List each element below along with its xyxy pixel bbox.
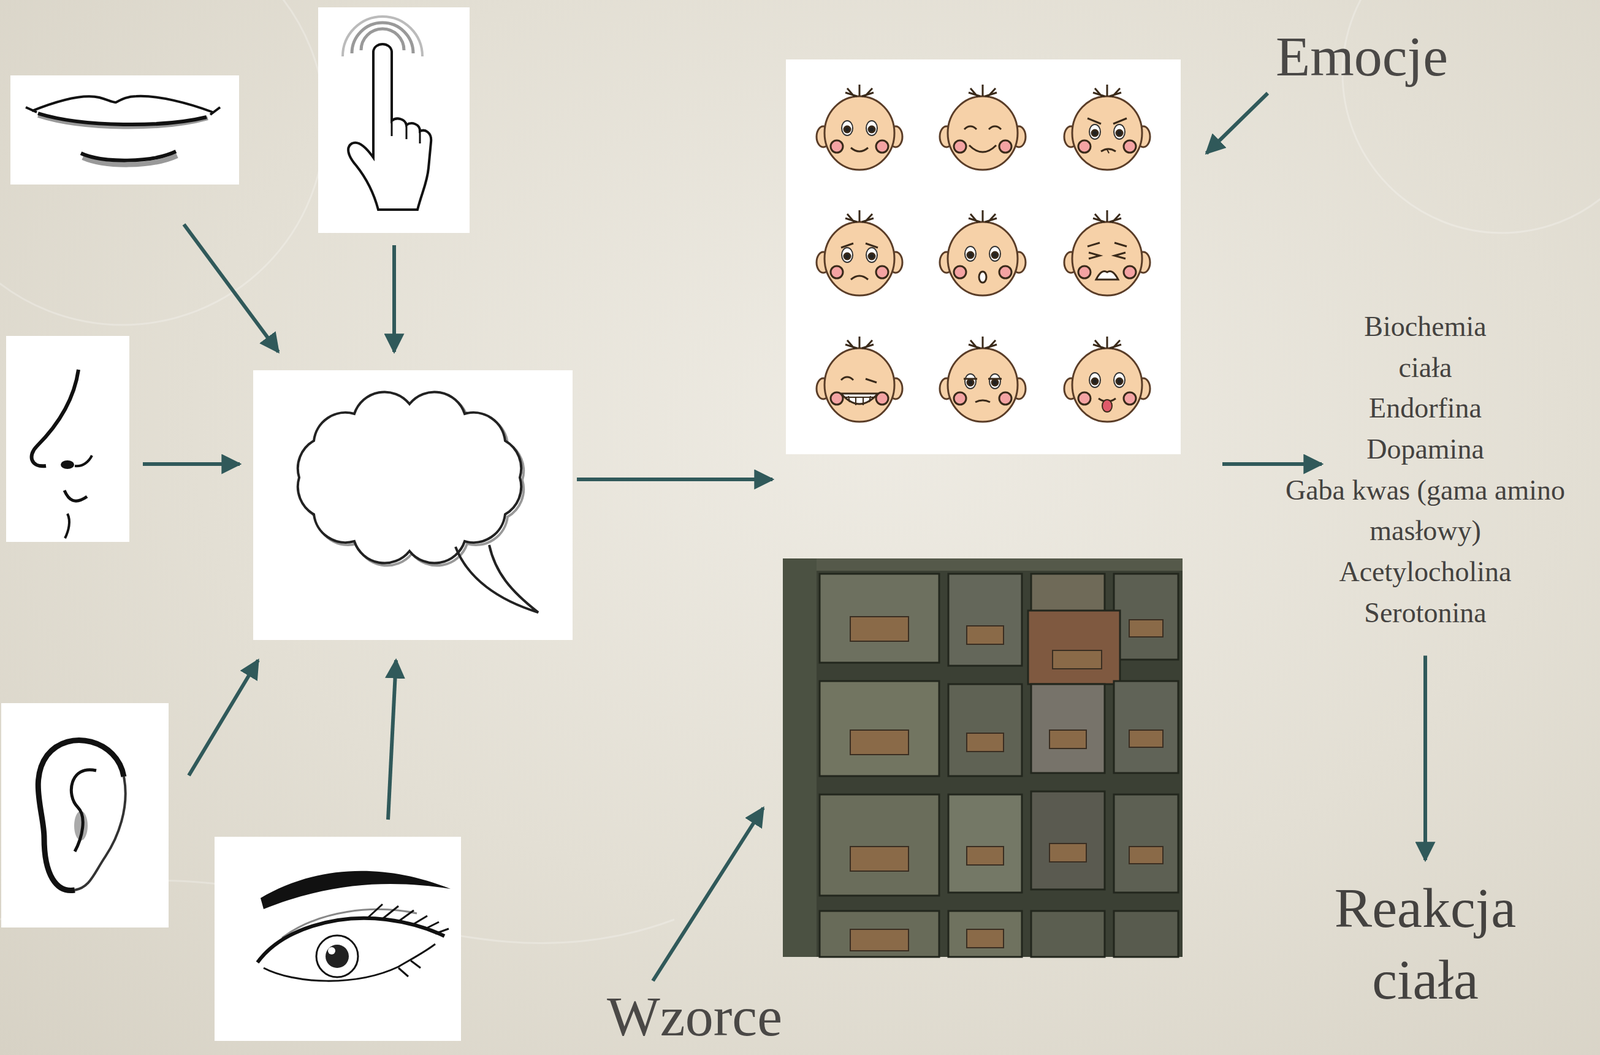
node-text: Gaba kwas (gama amino masłowy) xyxy=(1259,470,1591,552)
node-text: Dopamina xyxy=(1259,429,1591,471)
sense-arrow xyxy=(388,660,397,820)
caption-label: Emocje xyxy=(1275,24,1448,90)
smell-icon xyxy=(6,335,130,542)
process-arrow xyxy=(576,477,773,482)
node-text: Acetylocholina xyxy=(1259,551,1591,593)
hearing-icon xyxy=(1,703,169,928)
mouth-icon xyxy=(10,75,240,185)
node-text: Biochemia ciała xyxy=(1351,306,1499,389)
mind-bubble xyxy=(253,370,573,640)
emotion-faces xyxy=(785,59,1181,455)
sense-arrow xyxy=(392,245,397,352)
node-text: Serotonina xyxy=(1259,592,1591,634)
node-text: Endorfina xyxy=(1259,388,1591,430)
leader-arrow xyxy=(652,807,764,981)
caption-label: Wzorce xyxy=(606,984,783,1050)
flow-arrows xyxy=(142,93,1322,981)
sense-arrow xyxy=(142,462,240,466)
node-text: Reakcja ciała xyxy=(1302,872,1548,1016)
text-node: Reakcja ciała xyxy=(1259,860,1591,1016)
sense-arrow xyxy=(188,660,259,776)
sight-icon xyxy=(214,836,461,1041)
leader-arrow xyxy=(1206,93,1268,154)
flow-connector xyxy=(1423,655,1428,861)
text-node: Biochemia ciałaEndorfinaDopaminaGaba kwa… xyxy=(1259,306,1591,656)
touch-icon xyxy=(318,7,470,233)
process-arrow xyxy=(1222,462,1322,466)
pattern-drawers xyxy=(782,558,1183,957)
sense-arrow xyxy=(183,224,279,352)
